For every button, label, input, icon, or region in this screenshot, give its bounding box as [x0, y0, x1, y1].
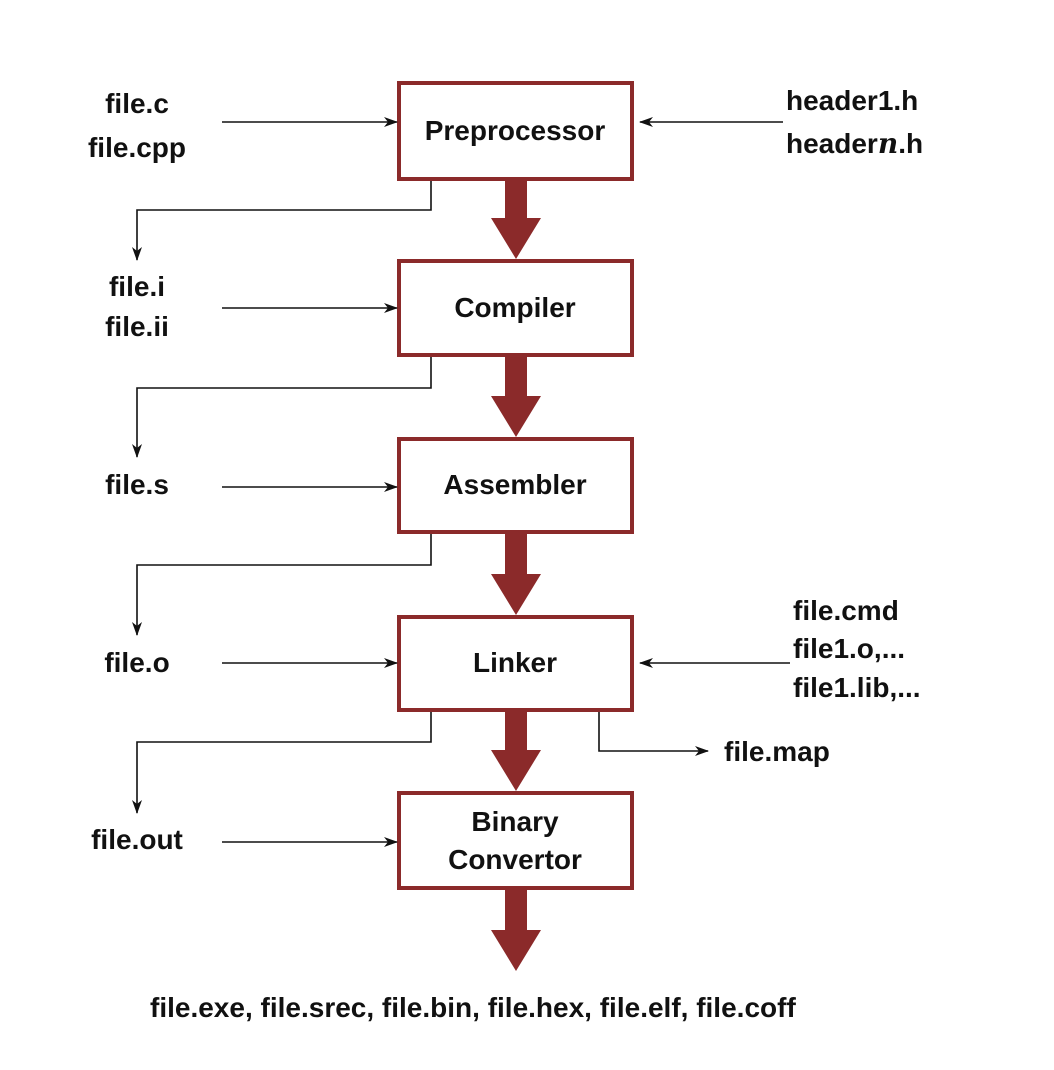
header-file-1-text: header1.h: [786, 85, 918, 116]
input-file-cpp: file.cpp: [88, 132, 186, 163]
preprocessor-label: Preprocessor: [425, 115, 606, 146]
linker-box: [397, 615, 634, 712]
linker-input-cmd: file.cmd: [793, 595, 899, 626]
stage-labels: Preprocessor Compiler Assembler Linker B…: [425, 115, 606, 875]
input-file-ii: file.ii: [105, 311, 169, 342]
input-file-c: file.c: [105, 88, 169, 119]
input-arrows: [222, 117, 790, 847]
preprocessor-box: [397, 81, 634, 181]
binary-convertor-label-line1: Binary: [471, 806, 559, 837]
left-input-labels: file.c file.cpp file.i file.ii file.s fi…: [88, 88, 186, 855]
arrow-compiler-emits-s: [132, 357, 432, 458]
flow-arrow-binary-convertor-output: [491, 889, 541, 971]
right-input-labels: header1.h headern.h file.cmd file1.o,...…: [724, 85, 923, 767]
input-file-o: file.o: [104, 647, 169, 678]
flow-arrows: [491, 180, 541, 971]
arrow-linker-emits-map: [598, 712, 709, 756]
input-file-out: file.out: [91, 824, 183, 855]
linker-input-objects: file1.o,...: [793, 633, 905, 664]
arrow-assembler-emits-o: [132, 534, 432, 636]
header-file-1: header1.h: [786, 85, 918, 116]
output-arrows: [132, 181, 709, 814]
linker-label: Linker: [473, 647, 557, 678]
assembler-box: [397, 437, 634, 534]
assembler-label: Assembler: [443, 469, 586, 500]
input-file-s: file.s: [105, 469, 169, 500]
compiler-box: [397, 259, 634, 357]
header-file-n-suffix: .h: [898, 128, 923, 159]
compiler-label: Compiler: [454, 292, 575, 323]
output-file-map: file.map: [724, 736, 830, 767]
linker-input-libs: file1.lib,...: [793, 672, 921, 703]
header-file-n-variable: n: [878, 127, 898, 160]
flow-arrow-assembler-linker: [491, 533, 541, 615]
flow-arrow-linker-binary-convertor: [491, 711, 541, 791]
flow-arrow-compiler-assembler: [491, 356, 541, 437]
binary-convertor-label-line2: Convertor: [448, 844, 582, 875]
header-file-n: headern.h: [786, 127, 923, 160]
input-file-i: file.i: [109, 271, 165, 302]
stage-boxes: [397, 81, 634, 890]
final-output-files: file.exe, file.srec, file.bin, file.hex,…: [150, 992, 796, 1023]
arrow-linker-emits-out: [132, 712, 432, 814]
binary-convertor-box: [397, 791, 634, 890]
arrow-preprocessor-emits-i: [132, 181, 432, 261]
flow-arrow-preprocessor-compiler: [491, 180, 541, 259]
header-file-n-prefix: header: [786, 128, 878, 159]
